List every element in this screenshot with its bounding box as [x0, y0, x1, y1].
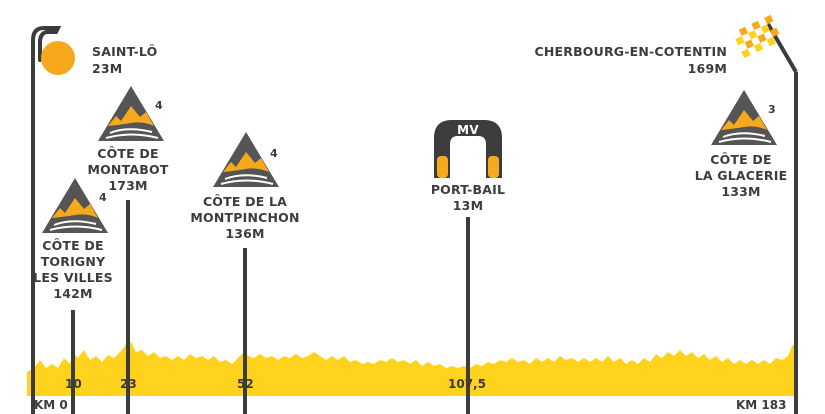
sprint-arch-icon [434, 120, 502, 178]
sprint-label: PORT-BAIL 13M [413, 182, 523, 214]
climb-label-montpinchon: CÔTE DE LA MONTPINCHON 136M [180, 194, 310, 242]
sprint-name: PORT-BAIL [430, 182, 506, 197]
mountain-icon-torigny [42, 178, 108, 233]
start-altitude: 23M [92, 61, 123, 76]
climb-name-line: MONTPINCHON [190, 210, 300, 225]
climb-category-montabot: 4 [155, 99, 163, 112]
km-marker-10: 10 [65, 377, 82, 391]
start-town: SAINT-LÔ [92, 44, 158, 59]
climb-altitude: 136M [225, 226, 265, 241]
finish-altitude: 169M [687, 61, 727, 76]
climb-name-line: MONTABOT [87, 162, 169, 177]
climb-name-line: CÔTE DE [710, 152, 772, 167]
checkered-flag-icon [735, 14, 798, 74]
sprint-altitude: 13M [452, 198, 484, 213]
climb-category-torigny: 4 [99, 191, 107, 204]
climb-name-line: LES VILLES [33, 270, 113, 285]
climb-label-torigny: CÔTE DE TORIGNY LES VILLES 142M [18, 238, 128, 302]
km-finish: KM 183 [736, 398, 787, 412]
climb-name-line: LA GLACERIE [694, 168, 788, 183]
climb-altitude: 173M [108, 178, 148, 193]
km-marker-sprint: 107,5 [448, 377, 486, 391]
finish-town: CHERBOURG-EN-COTENTIN [534, 44, 727, 59]
climb-name-line: CÔTE DE LA [202, 194, 288, 209]
km-marker-52: 52 [237, 377, 254, 391]
climb-category-glacerie: 3 [768, 103, 776, 116]
mountain-icon-glacerie [711, 90, 777, 145]
sprint-badge: MV [457, 123, 479, 137]
climb-name-line: CÔTE DE [97, 146, 159, 161]
km-start: KM 0 [34, 398, 68, 412]
climb-category-montpinchon: 4 [270, 147, 278, 160]
km-marker-23: 23 [120, 377, 137, 391]
climb-label-montabot: CÔTE DE MONTABOT 173M [73, 146, 183, 194]
mountain-icon-montabot [98, 86, 164, 141]
mountain-icon-montpinchon [213, 132, 279, 187]
tour-logo-icon [31, 26, 75, 86]
climb-altitude: 142M [53, 286, 93, 301]
climb-altitude: 133M [721, 184, 761, 199]
climb-label-glacerie: CÔTE DE LA GLACERIE 133M [686, 152, 796, 200]
climb-name-line: CÔTE DE [42, 238, 104, 253]
terrain-profile-area [27, 339, 797, 396]
climb-name-line: TORIGNY [40, 254, 106, 269]
